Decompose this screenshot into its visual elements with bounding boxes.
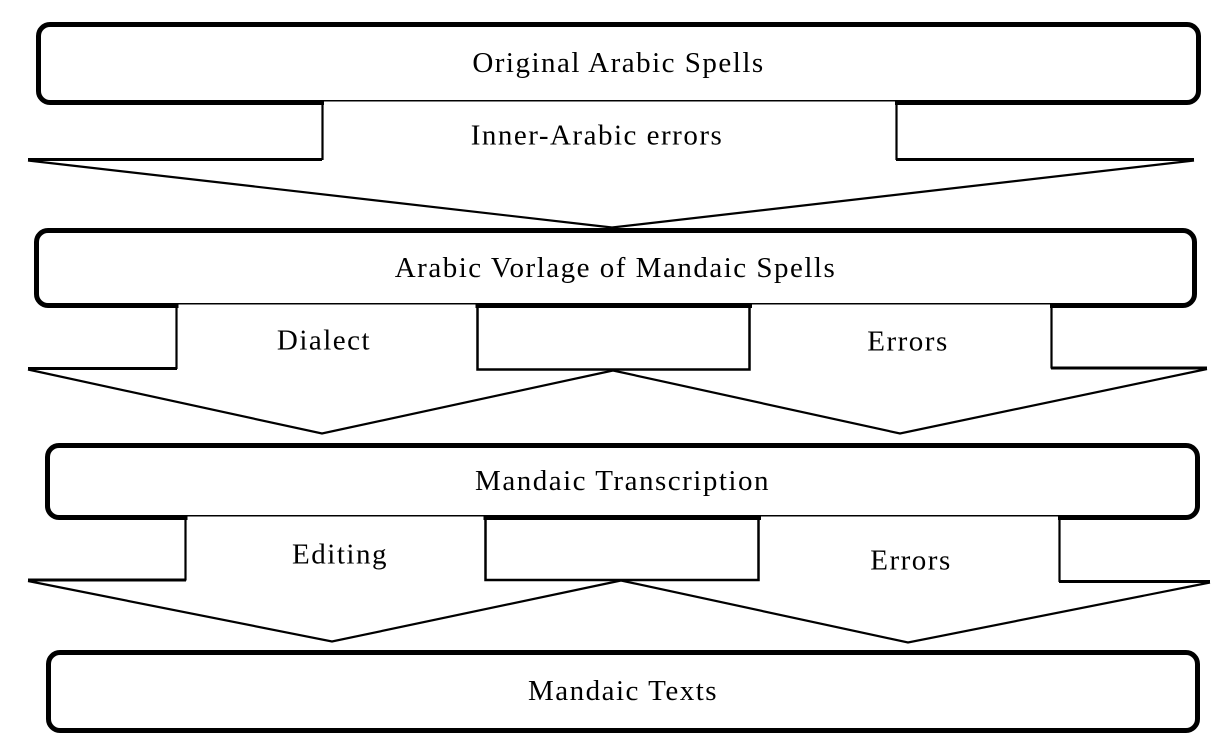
connector-label-inner-arabic-errors: Inner-Arabic errors — [470, 119, 724, 152]
node-label: Arabic Vorlage of Mandaic Spells — [394, 251, 837, 284]
node-original-arabic-spells: Original Arabic Spells — [36, 22, 1201, 105]
connector-label-dialect: Dialect — [276, 324, 372, 357]
node-label: Original Arabic Spells — [472, 47, 765, 79]
connector-label-errors-1: Errors — [867, 325, 949, 358]
connector-label-errors-2: Errors — [870, 544, 952, 577]
node-arabic-vorlage-mandaic-spells: Arabic Vorlage of Mandaic Spells — [34, 228, 1197, 308]
node-mandaic-texts: Mandaic Texts — [46, 650, 1200, 733]
node-mandaic-transcription: Mandaic Transcription — [45, 443, 1200, 520]
node-label: Mandaic Texts — [527, 675, 719, 707]
node-label: Mandaic Transcription — [475, 465, 770, 497]
connector-label-editing: Editing — [292, 538, 388, 571]
